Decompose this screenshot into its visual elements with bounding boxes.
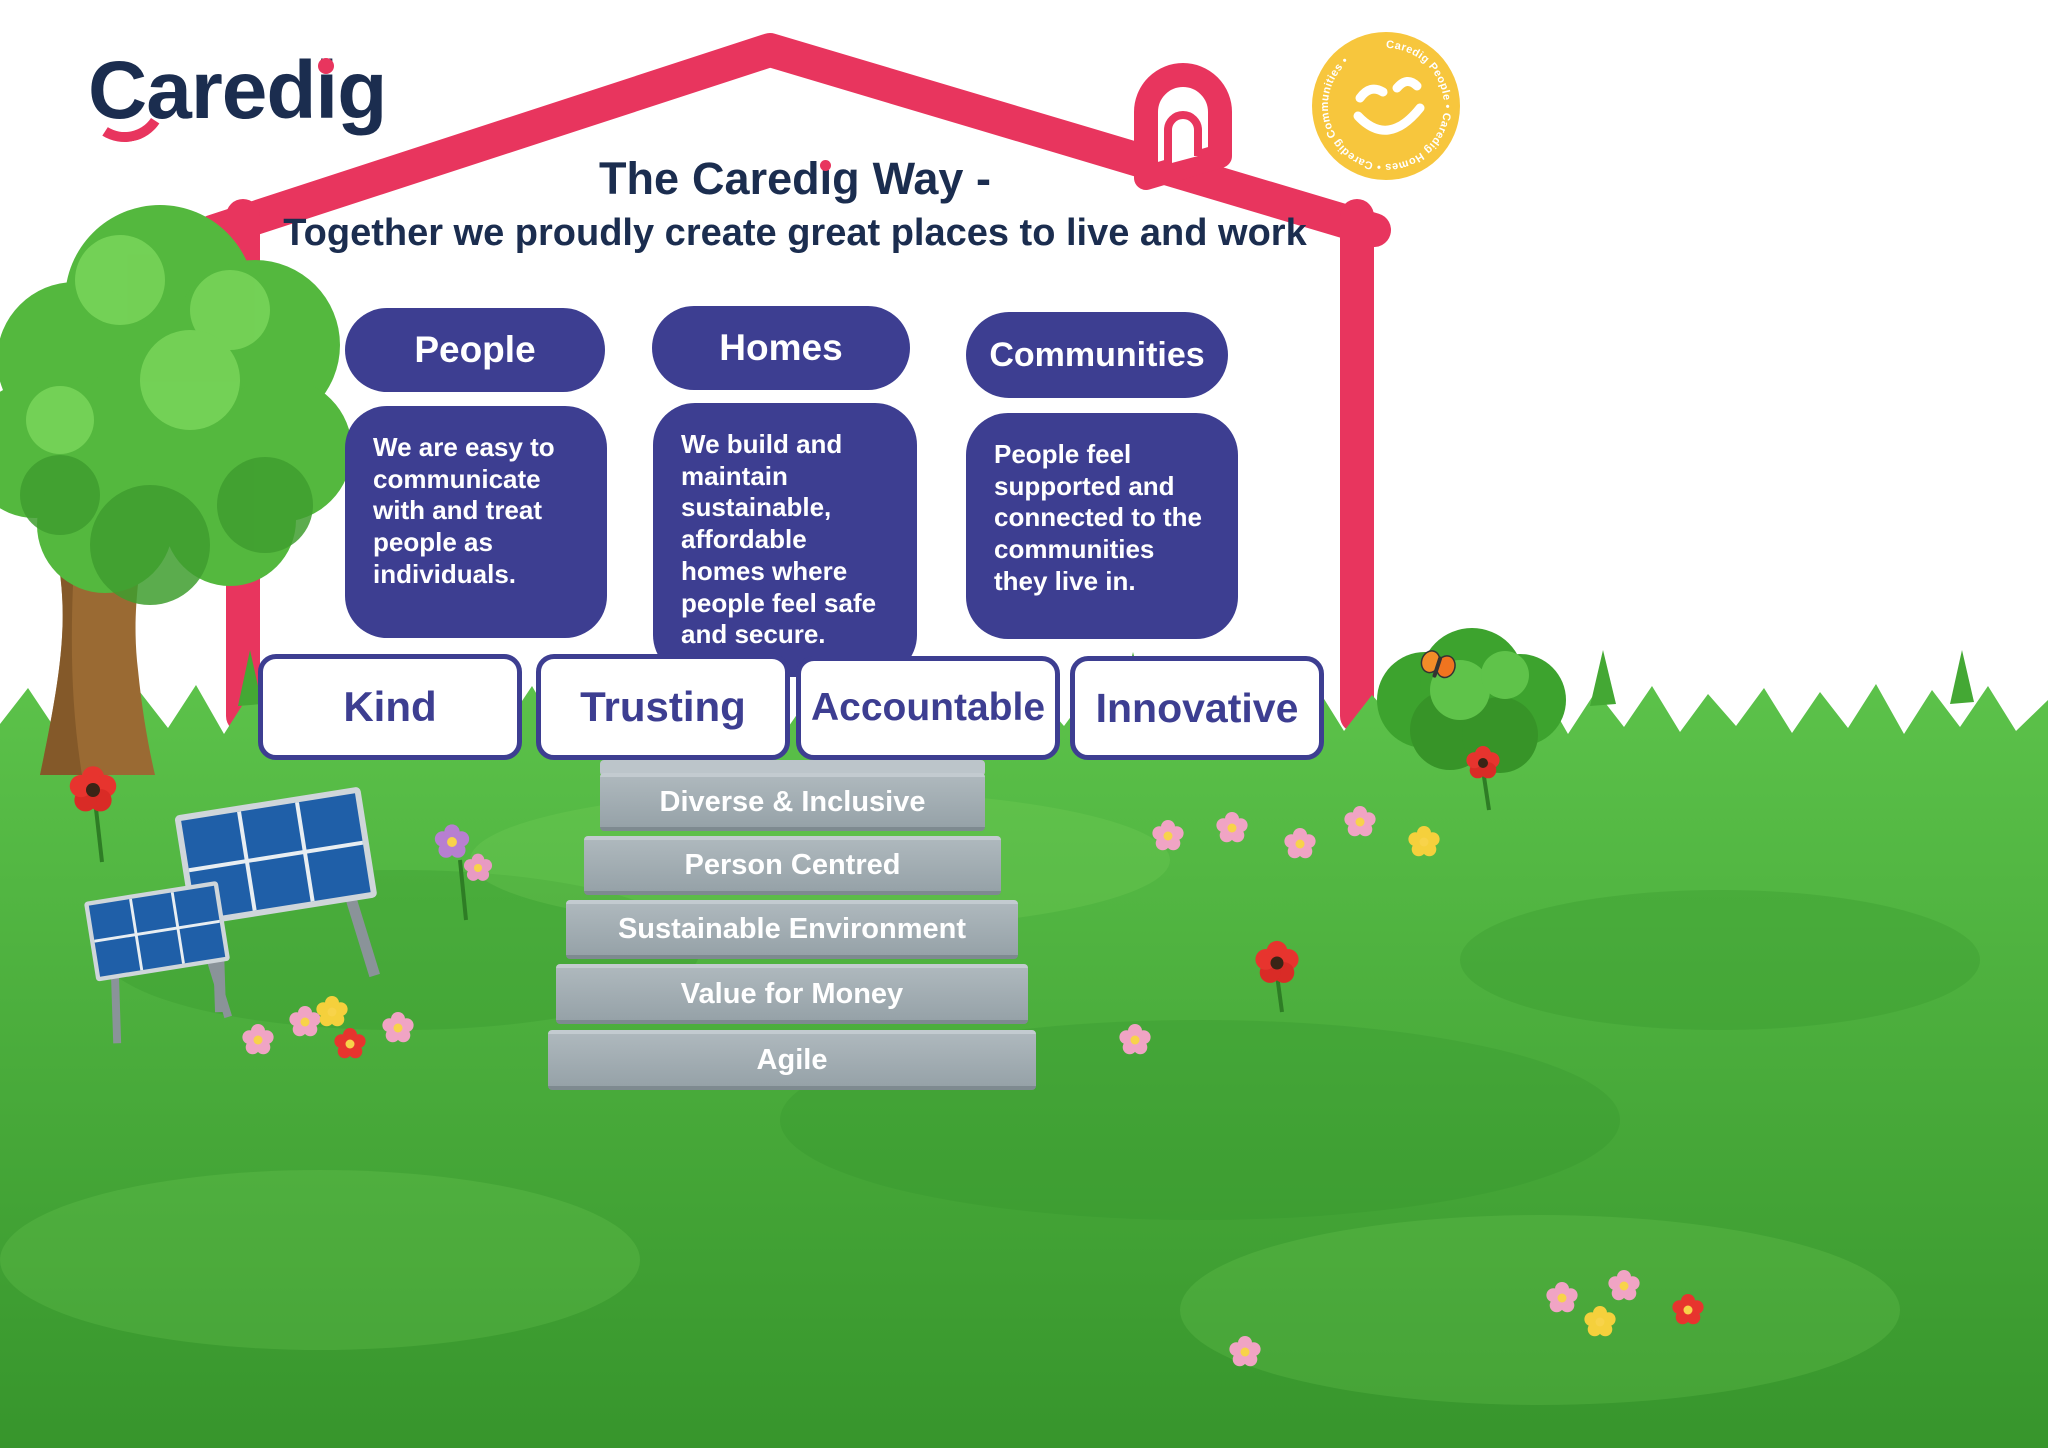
step-agile: Agile — [548, 1030, 1036, 1090]
step-diverse-inclusive: Diverse & Inclusive — [600, 773, 985, 831]
pillar-header-people: People — [345, 308, 605, 392]
step-sustainable-environment: Sustainable Environment — [566, 900, 1018, 959]
title-brand: Caredig — [692, 153, 860, 204]
value-trusting: Trusting — [536, 654, 790, 760]
pillar-description-homes: We build and maintain sustainable, affor… — [653, 403, 917, 678]
pillar-description-communities: People feel supported and connected to t… — [966, 413, 1238, 639]
pillar-description-people: We are easy to communicate with and trea… — [345, 406, 607, 638]
step-value-for-money: Value for Money — [556, 964, 1028, 1024]
value-accountable: Accountable — [796, 656, 1060, 760]
caredig-badge: Caredig People • Caredig Homes • Caredig… — [1306, 26, 1466, 186]
pillar-header-homes: Homes — [652, 306, 910, 390]
pillar-header-communities: Communities — [966, 312, 1228, 398]
title-post: Way - — [872, 153, 991, 204]
badge-circle — [1312, 32, 1460, 180]
logo-red-dot — [318, 58, 334, 74]
subtitle: Together we proudly create great places … — [283, 212, 1307, 254]
value-innovative: Innovative — [1070, 656, 1324, 760]
step-person-centred: Person Centred — [584, 836, 1001, 895]
title-pre: The — [599, 153, 680, 204]
value-kind: Kind — [258, 654, 522, 760]
